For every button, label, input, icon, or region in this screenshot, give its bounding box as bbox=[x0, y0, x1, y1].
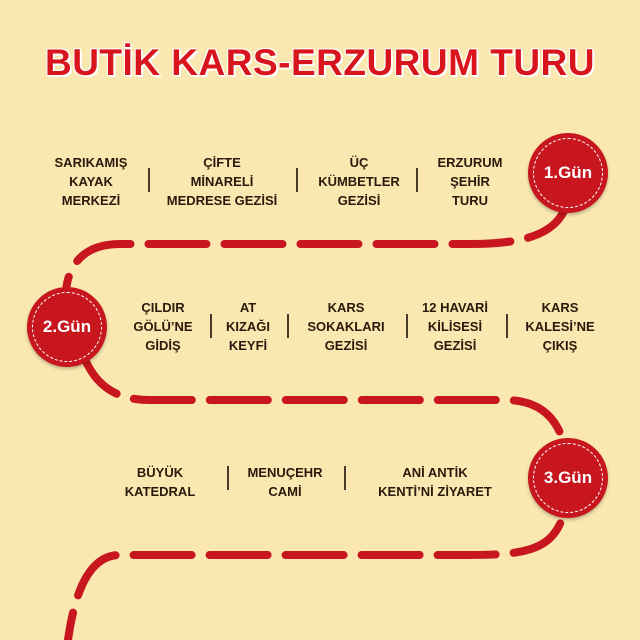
day2-item-cildir-golu: ÇILDIR GÖLÜ’NE GİDİŞ bbox=[133, 300, 193, 353]
day1-label: 1.Gün bbox=[543, 163, 593, 182]
day2-label: 2.Gün bbox=[42, 317, 92, 336]
day1-item-cifte-minareli: ÇİFTE MİNARELİ MEDRESE GEZİSİ bbox=[166, 155, 278, 208]
separator bbox=[210, 314, 212, 338]
page-title: BUTİK KARS-ERZURUM TURU bbox=[44, 42, 595, 83]
separator bbox=[506, 314, 508, 338]
day2-badge: 2.Gün bbox=[27, 287, 107, 367]
day1-item-uc-kumbetler: ÜÇ KÜMBETLER GEZİSİ bbox=[318, 155, 400, 208]
day3-item-ani-antik-kenti: ANİ ANTİK KENTİ’Nİ ZİYARET bbox=[378, 465, 492, 499]
day1-item-sarikamis: SARIKAMIŞ KAYAK MERKEZİ bbox=[54, 155, 128, 208]
separator bbox=[406, 314, 408, 338]
separator bbox=[148, 168, 150, 192]
separator bbox=[227, 466, 229, 490]
day3-item-buyuk-katedral: BÜYÜK KATEDRAL bbox=[124, 465, 196, 499]
day2-item-kars-kalesi: KARS KALESİ’NE ÇIKIŞ bbox=[525, 300, 595, 353]
day1-badge: 1.Gün bbox=[528, 133, 608, 213]
day3-badge: 3.Gün bbox=[528, 438, 608, 518]
day3-item-menucehr-cami: MENUÇEHR CAMİ bbox=[247, 465, 323, 499]
day2-item-kars-sokaklari: KARS SOKAKLARI GEZİSİ bbox=[307, 300, 385, 353]
separator bbox=[344, 466, 346, 490]
separator bbox=[287, 314, 289, 338]
day3-label: 3.Gün bbox=[543, 468, 593, 487]
day2-item-at-kizagi: AT KIZAĞI KEYFİ bbox=[225, 300, 271, 353]
separator bbox=[296, 168, 298, 192]
day2-item-12-havari: 12 HAVARİ KİLİSESİ GEZİSİ bbox=[422, 300, 488, 353]
separator bbox=[416, 168, 418, 192]
day1-item-erzurum-sehir: ERZURUM ŞEHİR TURU bbox=[437, 155, 503, 208]
